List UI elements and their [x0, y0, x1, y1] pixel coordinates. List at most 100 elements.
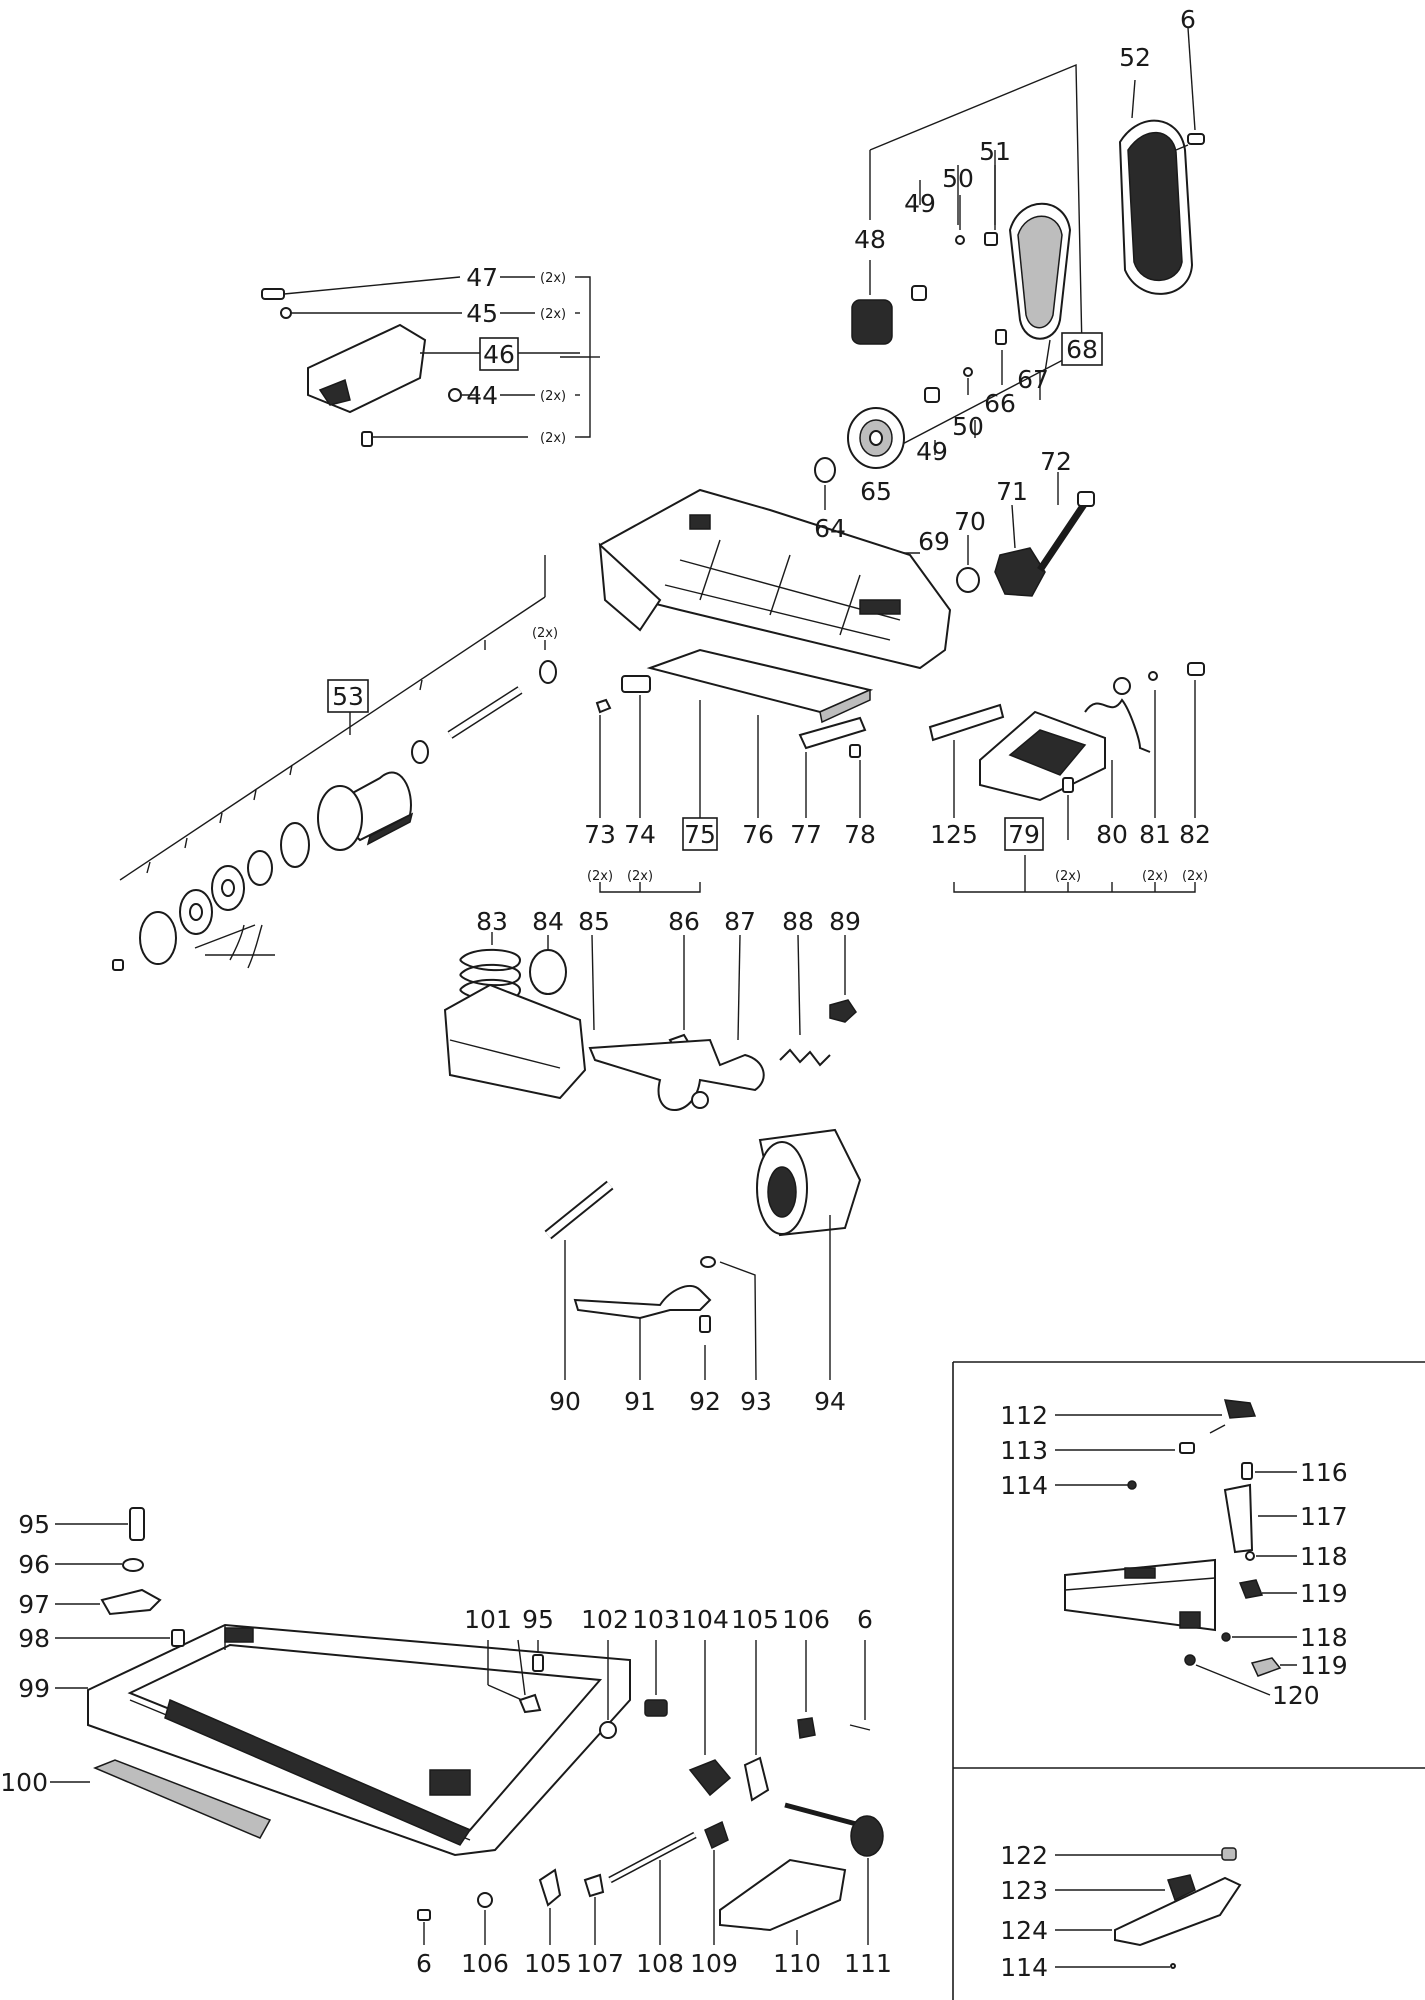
- label-inset-top-3: 116: [1300, 1458, 1348, 1487]
- housing: [598, 488, 952, 724]
- label-upper-8: 66: [984, 389, 1016, 418]
- label-upper-12: 64: [814, 514, 846, 543]
- label-lower-1: 91: [624, 1387, 656, 1416]
- qty-adjuster-1: (2x): [540, 307, 566, 322]
- label-inset-top-6: 119: [1300, 1579, 1348, 1608]
- label-lower-4: 94: [814, 1387, 846, 1416]
- label-mid-1: 84: [532, 907, 564, 936]
- base-frame: [50, 1507, 884, 1945]
- label-adjuster-3: 44: [466, 381, 498, 410]
- label-upper-15: 70: [954, 507, 986, 536]
- label-inset-bottom-1: 123: [1000, 1876, 1048, 1905]
- label-base-bottom-3: 107: [576, 1949, 624, 1978]
- label-guide-5: 78: [844, 820, 876, 849]
- label-base-left-4: 99: [18, 1674, 50, 1703]
- label-upper-6: 68: [1066, 335, 1098, 364]
- label-base-bottom-4: 108: [636, 1949, 684, 1978]
- label-base-top-6: 106: [782, 1605, 830, 1634]
- qty-roller-assembly: (2x): [532, 626, 558, 641]
- label-base-bottom-7: 111: [844, 1949, 892, 1978]
- label-upper-11: 65: [860, 477, 892, 506]
- qty-adjuster-2: (2x): [540, 389, 566, 404]
- label-mid-0: 83: [476, 907, 508, 936]
- label-guide-0: 73: [584, 820, 616, 849]
- label-lower-3: 93: [740, 1387, 772, 1416]
- label-upper-0: 6: [1180, 5, 1196, 34]
- label-base-top-3: 103: [632, 1605, 680, 1634]
- label-base-bottom-6: 110: [773, 1949, 821, 1978]
- qty-guide-2: (2x): [1055, 869, 1081, 884]
- label-base-bottom-5: 109: [690, 1949, 738, 1978]
- label-guide-7: 79: [1008, 820, 1040, 849]
- label-base-bottom-2: 105: [524, 1949, 572, 1978]
- qty-guide-3: (2x): [1142, 869, 1168, 884]
- label-inset-top-1: 113: [1000, 1436, 1048, 1465]
- roller-assembly: [112, 555, 557, 971]
- label-base-left-3: 98: [18, 1624, 50, 1653]
- label-upper-3: 50: [942, 164, 974, 193]
- label-adjuster-2: 46: [483, 340, 515, 369]
- label-inset-top-4: 117: [1300, 1502, 1348, 1531]
- label-upper-4: 49: [904, 189, 936, 218]
- label-roller-assembly: 53: [332, 682, 364, 711]
- label-inset-top-5: 118: [1300, 1542, 1348, 1571]
- label-upper-14: 71: [996, 477, 1028, 506]
- label-guide-1: 74: [624, 820, 656, 849]
- lower-row-parts: [544, 1128, 862, 1381]
- label-guide-3: 76: [742, 820, 774, 849]
- label-upper-1: 52: [1119, 43, 1151, 72]
- label-mid-6: 89: [829, 907, 861, 936]
- label-guide-10: 82: [1179, 820, 1211, 849]
- label-inset-bottom-3: 114: [1000, 1953, 1048, 1982]
- label-base-left-0: 95: [18, 1510, 50, 1539]
- label-lower-2: 92: [689, 1387, 721, 1416]
- label-inset-top-7: 118: [1300, 1623, 1348, 1652]
- label-inset-top-0: 112: [1000, 1401, 1048, 1430]
- label-base-top-5: 105: [731, 1605, 779, 1634]
- label-base-top-0: 101: [464, 1605, 512, 1634]
- label-guide-4: 77: [790, 820, 822, 849]
- label-guide-9: 81: [1139, 820, 1171, 849]
- label-base-left-1: 96: [18, 1550, 50, 1579]
- label-upper-2: 51: [979, 137, 1011, 166]
- qty-adjuster-0: (2x): [540, 271, 566, 286]
- label-base-bottom-0: 6: [416, 1949, 432, 1978]
- label-inset-bottom-0: 122: [1000, 1841, 1048, 1870]
- label-adjuster-1: 45: [466, 299, 498, 328]
- label-upper-13: 72: [1040, 447, 1072, 476]
- qty-guide-4: (2x): [1182, 869, 1208, 884]
- label-mid-3: 86: [668, 907, 700, 936]
- label-upper-5: 48: [854, 225, 886, 254]
- label-inset-top-9: 120: [1272, 1681, 1320, 1710]
- inset-frames: [952, 1361, 1425, 2000]
- guide-row-parts: [595, 662, 1205, 893]
- label-inset-top-2: 114: [1000, 1471, 1048, 1500]
- qty-guide-0: (2x): [587, 869, 613, 884]
- label-upper-10: 49: [916, 437, 948, 466]
- label-mid-2: 85: [578, 907, 610, 936]
- qty-adjuster-3: (2x): [540, 431, 566, 446]
- label-mid-4: 87: [724, 907, 756, 936]
- label-base-top-1: 95: [522, 1605, 554, 1634]
- mid-row-parts: [443, 932, 857, 1111]
- label-base-left-2: 97: [18, 1590, 50, 1619]
- label-base-left-5: 100: [0, 1768, 48, 1797]
- label-inset-top-8: 119: [1300, 1651, 1348, 1680]
- label-base-bottom-1: 106: [461, 1949, 509, 1978]
- label-upper-16: 69: [918, 527, 950, 556]
- label-upper-9: 50: [952, 412, 984, 441]
- label-adjuster-0: 47: [466, 263, 498, 292]
- label-inset-bottom-2: 124: [1000, 1916, 1048, 1945]
- label-guide-6: 125: [930, 820, 978, 849]
- label-upper-7: 67: [1017, 365, 1049, 394]
- belt-drive-group: [814, 27, 1205, 597]
- label-base-top-7: 6: [857, 1605, 873, 1634]
- callout-labels: 6 52 51 50 49 48 68 67 66 50 49 65 64 72…: [0, 5, 1347, 1982]
- label-mid-5: 88: [782, 907, 814, 936]
- label-guide-8: 80: [1096, 820, 1128, 849]
- label-base-top-4: 104: [681, 1605, 729, 1634]
- qty-guide-1: (2x): [627, 869, 653, 884]
- label-lower-0: 90: [549, 1387, 581, 1416]
- label-guide-2: 75: [684, 820, 716, 849]
